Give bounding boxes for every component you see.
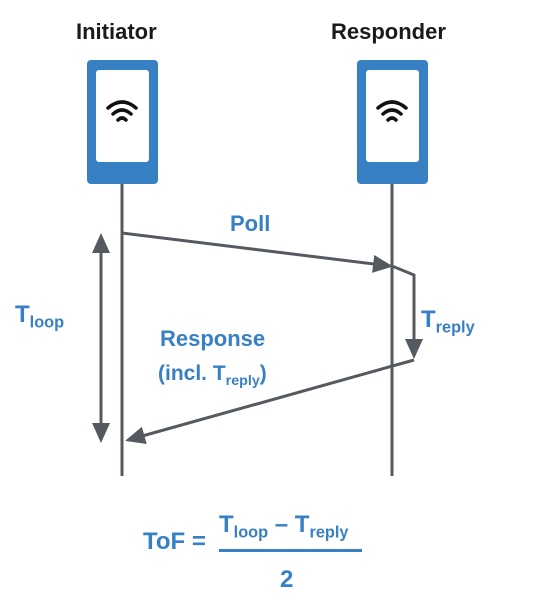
responder-phone-icon bbox=[357, 60, 428, 184]
numerator-minus: – bbox=[268, 511, 295, 538]
t-reply-symbol: T bbox=[421, 306, 436, 333]
response-arrow bbox=[125, 358, 415, 445]
t-reply-subscript: reply bbox=[435, 318, 475, 337]
tof-formula-numerator: Tloop – Treply bbox=[219, 511, 348, 541]
numerator-t-reply: T bbox=[294, 511, 310, 538]
t-reply-label: Treply bbox=[421, 306, 475, 336]
t-loop-subscript: loop bbox=[29, 313, 65, 332]
numerator-loop-subscript: loop bbox=[233, 523, 269, 542]
response-note-subscript: reply bbox=[225, 372, 260, 389]
numerator-reply-subscript: reply bbox=[309, 523, 349, 542]
response-note: (incl. Treply) bbox=[158, 362, 267, 388]
t-loop-symbol: T bbox=[15, 301, 30, 328]
initiator-wifi-icon bbox=[106, 100, 138, 122]
initiator-title: Initiator bbox=[76, 19, 157, 44]
tof-formula-denominator: 2 bbox=[280, 566, 294, 593]
response-note-prefix: (incl. T bbox=[158, 362, 226, 385]
tof-formula-lhs: ToF = bbox=[143, 528, 206, 555]
fraction-bar bbox=[219, 549, 362, 552]
reply-interval-arrow bbox=[391, 264, 423, 359]
response-note-suffix: ) bbox=[259, 362, 267, 385]
poll-arrow bbox=[121, 231, 393, 273]
t-loop-label: Tloop bbox=[15, 301, 64, 331]
response-label: Response bbox=[160, 326, 266, 351]
responder-wifi-icon bbox=[376, 100, 408, 122]
responder-title: Responder bbox=[331, 19, 446, 44]
initiator-phone-icon bbox=[87, 60, 158, 184]
numerator-t-loop: T bbox=[219, 511, 234, 538]
poll-label: Poll bbox=[230, 211, 271, 236]
